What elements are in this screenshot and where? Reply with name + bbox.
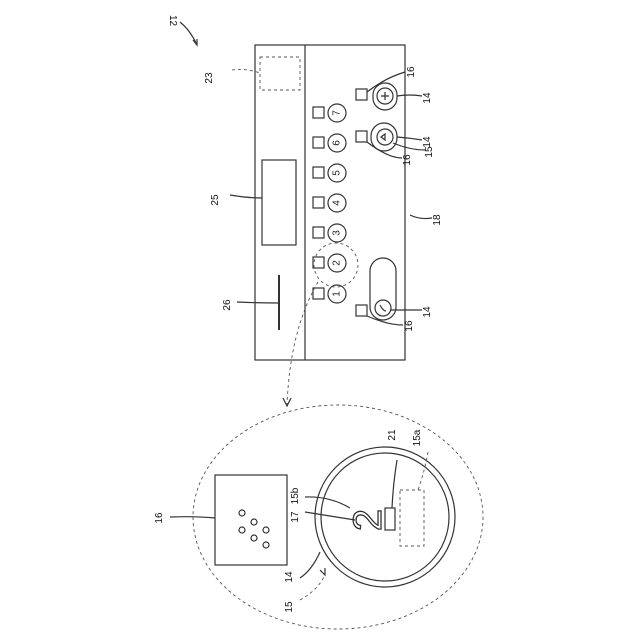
leader-26 xyxy=(237,302,279,303)
button-2-label: 2 xyxy=(332,260,343,266)
panel-outline xyxy=(255,45,405,360)
label-14a: 14 xyxy=(422,92,433,104)
indicator-16-bottom xyxy=(356,305,367,316)
button-3-label: 3 xyxy=(332,230,343,236)
label-12: 12 xyxy=(167,15,178,27)
button-4-label: 4 xyxy=(332,200,343,206)
speaker-icon-mark xyxy=(381,134,385,140)
label-26: 26 xyxy=(222,299,233,311)
label-16c: 16 xyxy=(404,320,415,332)
label-14c: 14 xyxy=(422,306,433,318)
label-23: 23 xyxy=(204,72,215,84)
button-6[interactable]: 6 xyxy=(313,134,346,152)
led-dot xyxy=(263,542,269,548)
detail-connector xyxy=(287,282,318,405)
oval-controls xyxy=(356,83,397,320)
label-18: 18 xyxy=(432,214,443,226)
phone-icon-mark xyxy=(380,305,386,311)
leader-d16 xyxy=(170,517,215,518)
indicator-7 xyxy=(313,107,324,118)
button-1-label: 1 xyxy=(332,291,343,297)
indicator-3 xyxy=(313,227,324,238)
phone-icon xyxy=(375,300,391,316)
oval-button-bottom[interactable] xyxy=(370,258,396,320)
indicator-16-top xyxy=(356,89,367,100)
label-d17: 17 xyxy=(290,511,301,523)
button-6-label: 6 xyxy=(332,140,343,146)
label-14b: 14 xyxy=(422,136,433,148)
panel-assembly xyxy=(255,45,405,360)
leader-d15 xyxy=(300,575,325,600)
label-16a: 16 xyxy=(406,66,417,78)
leader-18 xyxy=(410,215,432,219)
leader-23 xyxy=(232,69,260,73)
display-25 xyxy=(262,160,296,245)
label-16b: 16 xyxy=(402,154,413,166)
sensor-15a xyxy=(400,490,424,546)
arrow-d15 xyxy=(320,568,325,575)
button-3[interactable]: 3 xyxy=(313,224,346,242)
indicator-led-dots xyxy=(239,510,269,548)
button-1[interactable]: 1 xyxy=(313,285,346,303)
button-7[interactable]: 7 xyxy=(313,104,346,122)
leader-14b xyxy=(397,137,422,140)
bell-icon-mark xyxy=(381,92,389,100)
indicator-4 xyxy=(313,197,324,208)
led-dot xyxy=(251,519,257,525)
indicator-1 xyxy=(313,288,324,299)
led-dot xyxy=(239,527,245,533)
leader-15 xyxy=(393,143,425,150)
indicator-16-mid xyxy=(356,131,367,142)
leader-14a xyxy=(397,95,422,96)
label-15: 15 xyxy=(424,146,435,158)
leaders-upper xyxy=(180,22,432,325)
indicator-5 xyxy=(313,167,324,178)
leader-25 xyxy=(230,195,262,198)
leader-d21 xyxy=(392,460,397,508)
label-d16: 16 xyxy=(154,512,165,524)
label-d15a: 15a xyxy=(412,429,423,446)
label-d21: 21 xyxy=(387,429,398,441)
leader-16a xyxy=(367,72,405,92)
leader-d15b xyxy=(305,497,350,508)
button-5-label: 5 xyxy=(332,170,343,176)
led-dot xyxy=(239,510,245,516)
button-4[interactable]: 4 xyxy=(313,194,346,212)
indicator-6 xyxy=(313,137,324,148)
button-7-label: 7 xyxy=(332,110,343,116)
led-dot xyxy=(251,535,257,541)
indicator-2 xyxy=(313,257,324,268)
number-buttons: 7 6 5 4 3 2 1 xyxy=(313,104,346,303)
leader-16c xyxy=(367,316,403,325)
label-d14: 14 xyxy=(284,571,295,583)
label-d15: 15 xyxy=(284,601,295,613)
button-5[interactable]: 5 xyxy=(313,164,346,182)
label-25: 25 xyxy=(210,194,221,206)
label-d15b: 15b xyxy=(290,487,301,504)
leader-d14 xyxy=(300,552,320,578)
button-2[interactable]: 2 xyxy=(313,254,346,272)
sensor-window-23 xyxy=(260,57,300,90)
led-dot xyxy=(263,527,269,533)
indicator-16-detail xyxy=(215,475,287,565)
